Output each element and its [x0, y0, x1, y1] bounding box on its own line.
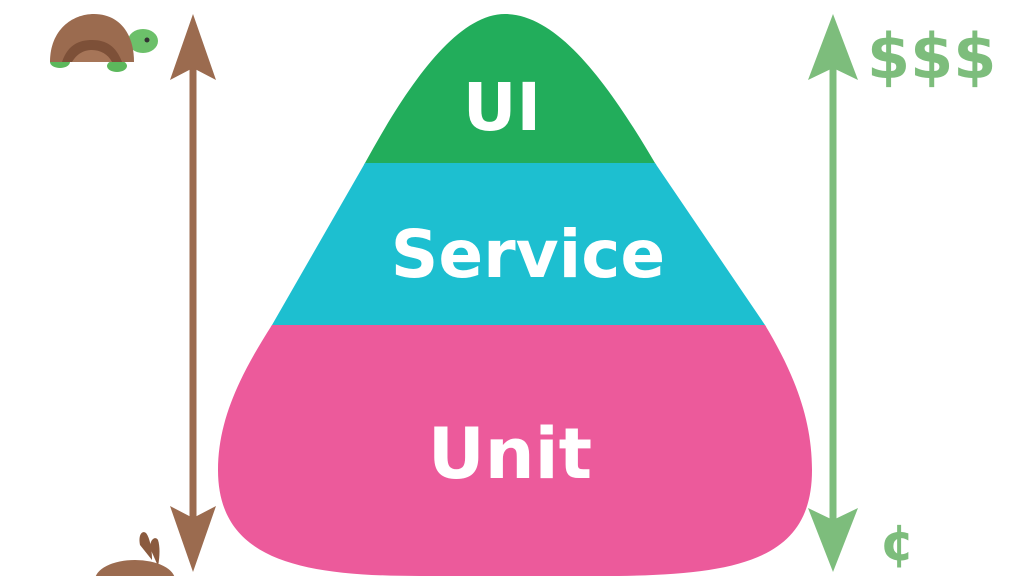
turtle-icon	[50, 14, 158, 72]
layer-ui-label: UI	[463, 69, 541, 146]
high-cost-label: $$$	[867, 20, 996, 93]
arrow-down-icon	[170, 506, 216, 572]
layer-service-label: Service	[391, 216, 665, 293]
low-cost-label: ¢	[880, 514, 915, 572]
layer-unit	[218, 325, 812, 576]
layer-unit-label: Unit	[428, 413, 592, 495]
arrow-up-icon	[808, 14, 858, 80]
rabbit-icon	[95, 532, 175, 576]
speed-axis-arrow	[170, 14, 216, 572]
cost-axis-arrow	[808, 14, 858, 572]
arrow-down-icon	[808, 508, 858, 572]
arrow-up-icon	[170, 14, 216, 80]
